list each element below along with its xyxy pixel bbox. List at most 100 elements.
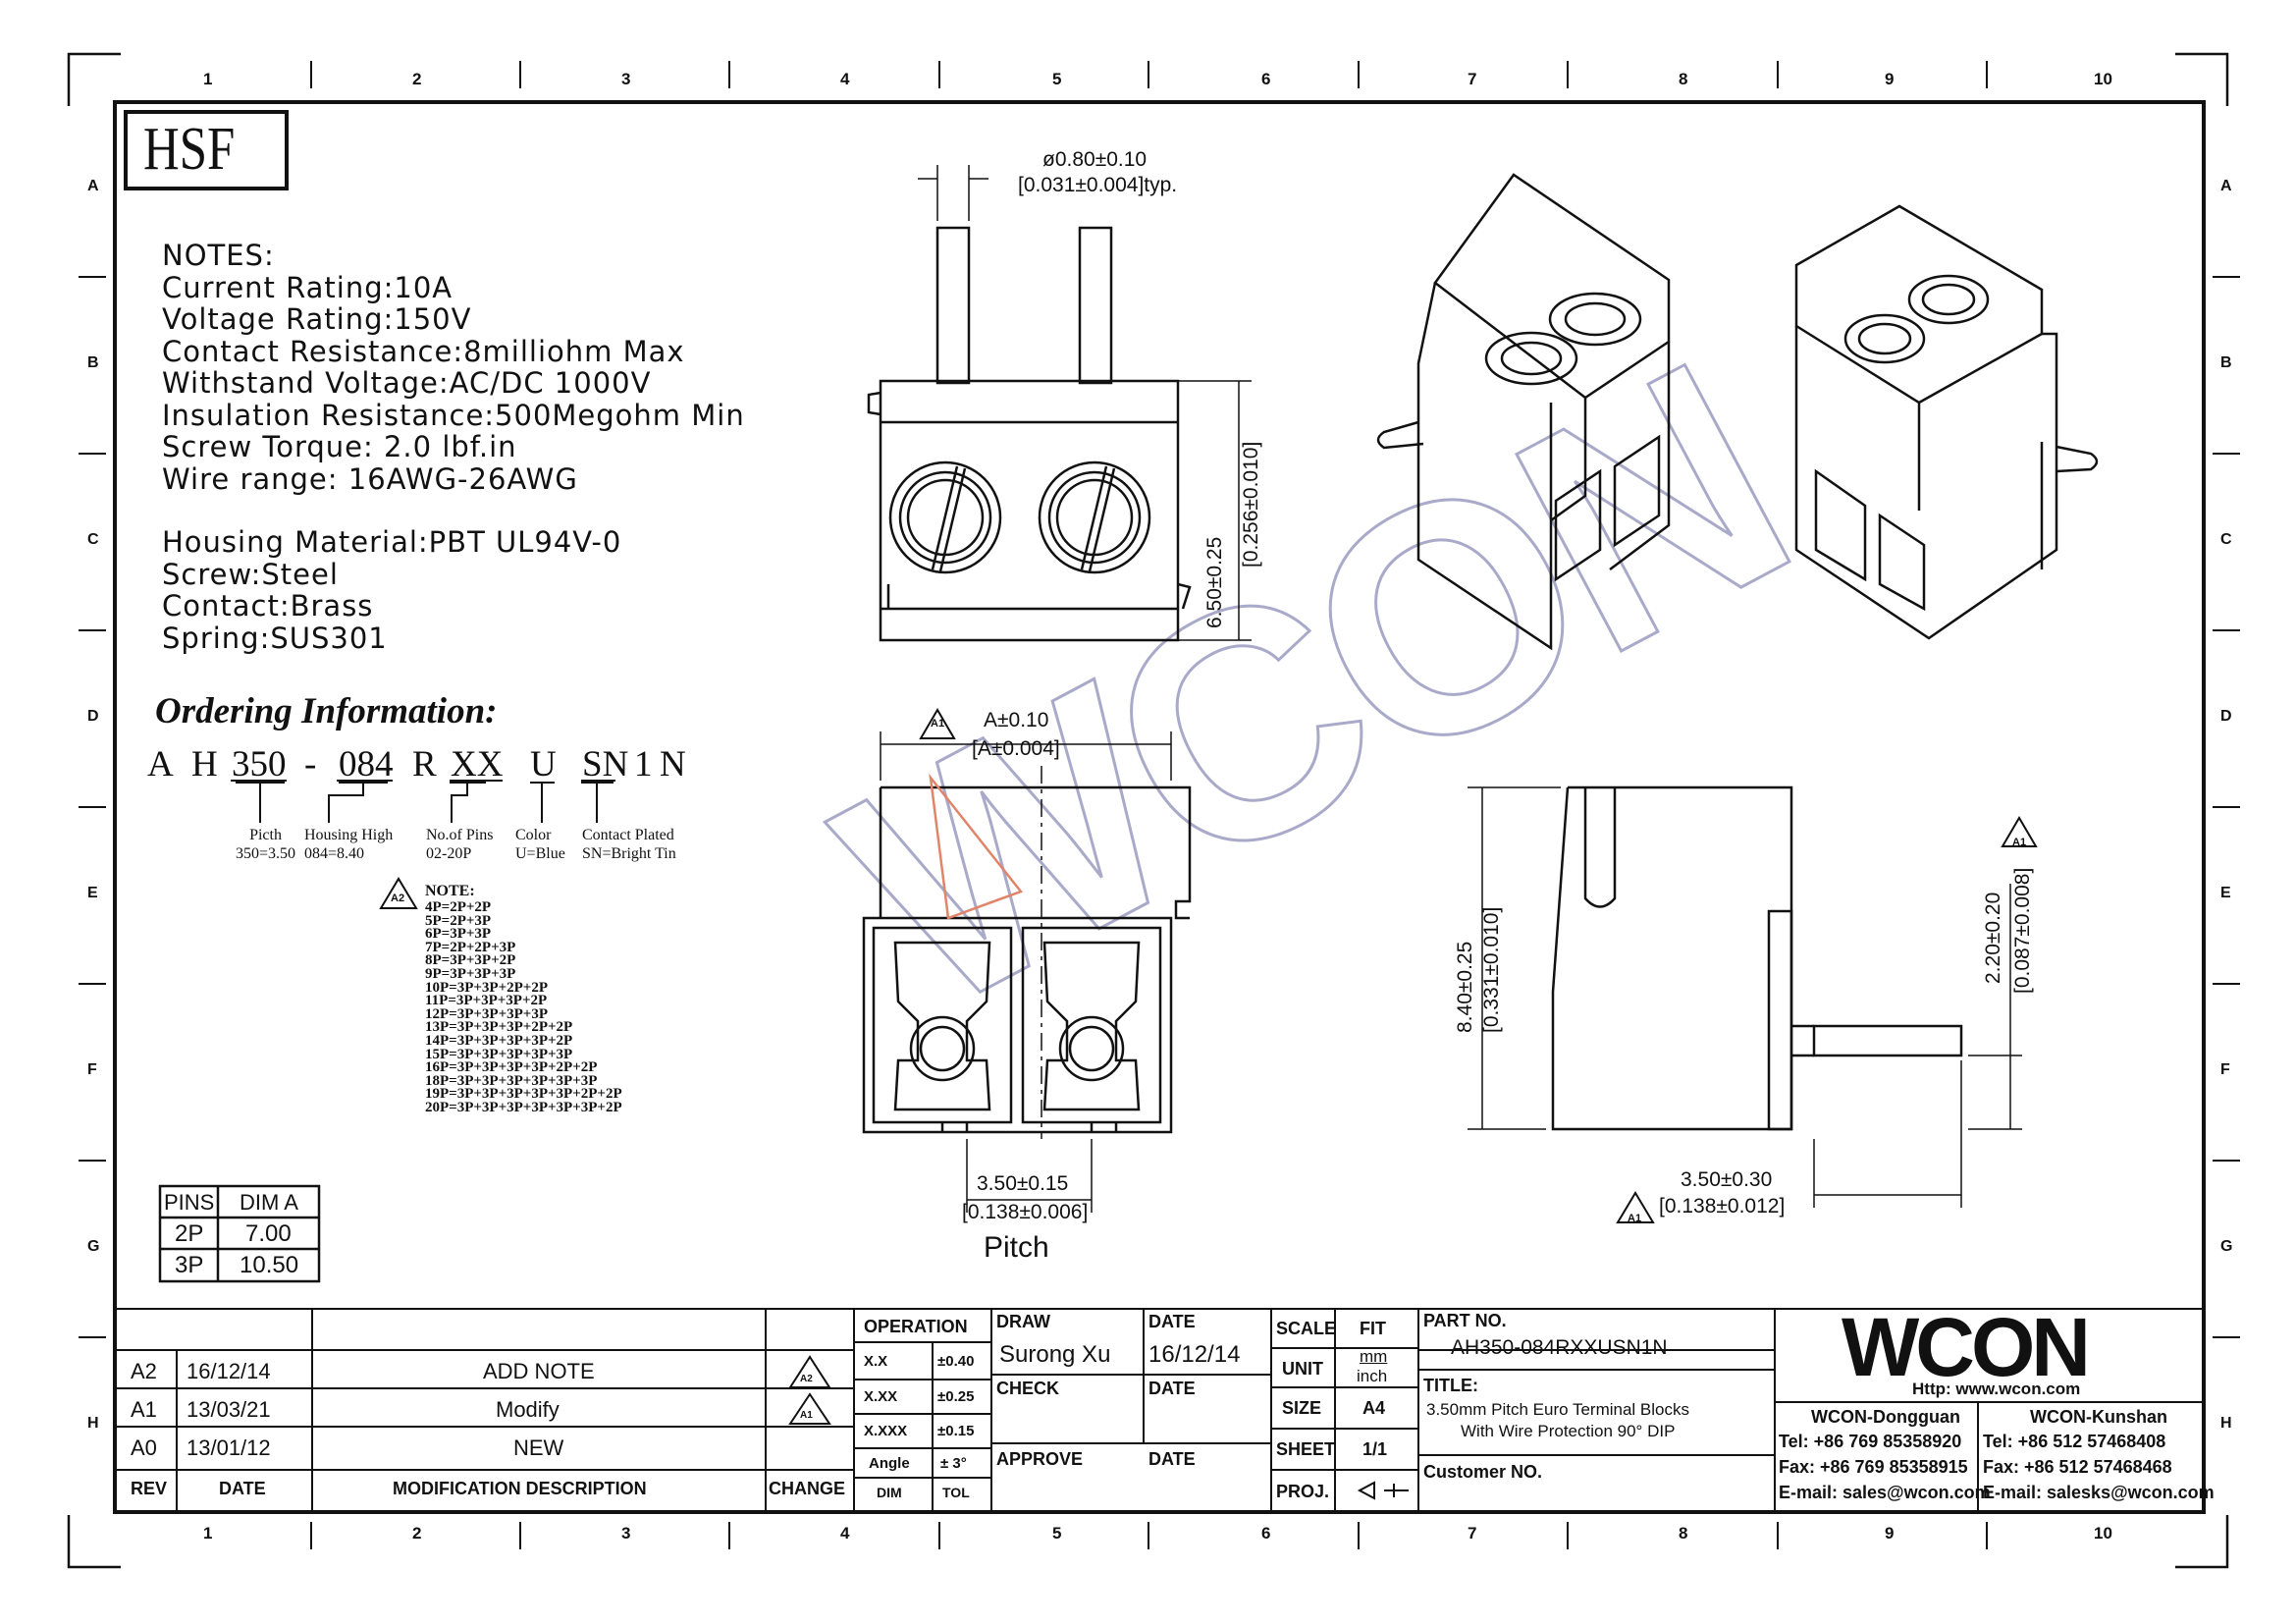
- rev-triangles: [379, 708, 2038, 1425]
- row-label-h: H: [87, 1415, 99, 1432]
- customer-no-label: Customer NO.: [1423, 1462, 1543, 1482]
- material-line: Housing Material:PBT UL94V-0: [162, 525, 622, 559]
- rev-a1: A1: [131, 1397, 157, 1422]
- note-line: Insulation Resistance:500Megohm Min: [162, 398, 745, 432]
- operation-label: OPERATION: [864, 1317, 968, 1336]
- dim-table-cell: 10.50: [240, 1252, 299, 1278]
- col-label-3-bottom: 3: [621, 1524, 631, 1543]
- hsf-logo: HSF: [143, 116, 236, 183]
- col-label-3: 3: [621, 70, 631, 88]
- note-line: Current Rating:10A: [162, 270, 454, 304]
- company-website: Http: www.wcon.com: [1912, 1380, 2081, 1398]
- pin-note: 15P=3P+3P+3P+3P+3P: [425, 1046, 573, 1062]
- pin-note: 8P=3P+3P+2P: [425, 952, 516, 969]
- rev-a2-date: 16/12/14: [187, 1359, 271, 1383]
- ordering-code-dash: -: [304, 744, 317, 785]
- change-header: CHANGE: [769, 1479, 846, 1498]
- dongguan-name: WCON-Dongguan: [1811, 1407, 1960, 1427]
- row-label-g-right: G: [2220, 1238, 2233, 1255]
- tol-angle-val: ± 3°: [940, 1455, 967, 1472]
- dim-label: DIM: [877, 1485, 902, 1500]
- notes-heading: NOTES:: [162, 239, 275, 272]
- col-label-5-bottom: 5: [1052, 1524, 1062, 1543]
- rev-a2-desc: ADD NOTE: [483, 1359, 595, 1383]
- dongguan-fax: Fax: +86 769 85358915: [1779, 1457, 1968, 1477]
- kunshan-email: E-mail: salesks@wcon.com: [1983, 1483, 2215, 1502]
- dim-table-header-pins: PINS: [164, 1190, 215, 1215]
- scale-label: SCALE: [1276, 1319, 1337, 1338]
- dim-height-top: 6.50±0.25: [1203, 536, 1226, 628]
- draw-value: Surong Xu: [999, 1341, 1111, 1368]
- ordering-code-pitch: 350: [232, 744, 287, 785]
- pin-note-list: 4P=2P+2P 5P=2P+3P 6P=3P+3P 7P=2P+2P+3P 8…: [425, 900, 622, 1115]
- ordering-code-height: 084: [339, 744, 394, 785]
- pitch-label: Pitch: [984, 1231, 1049, 1264]
- scale-value: FIT: [1360, 1319, 1386, 1338]
- dim-pitch: 3.50±0.15: [977, 1172, 1069, 1195]
- sheet-value: 1/1: [1362, 1439, 1388, 1459]
- dim-table-header-dim: DIM A: [240, 1190, 298, 1215]
- iso-view-right: [1794, 204, 2099, 640]
- dim-offset: 3.50±0.30: [1681, 1168, 1773, 1191]
- row-label-e: E: [87, 885, 98, 901]
- rev-header: REV: [131, 1479, 168, 1498]
- pin-note: 12P=3P+3P+3P+3P: [425, 1005, 549, 1022]
- dim-height-side: 8.40±0.25: [1454, 941, 1476, 1033]
- company-logo: WCON: [1842, 1301, 2091, 1393]
- check-label: CHECK: [996, 1379, 1060, 1398]
- col-label-10: 10: [2094, 70, 2112, 88]
- sheet-label: SHEET: [1276, 1439, 1336, 1459]
- row-label-g: G: [87, 1238, 100, 1255]
- dim-table-cell: 7.00: [245, 1220, 292, 1247]
- unit-inch: inch: [1357, 1367, 1388, 1385]
- ordering-code-r: R: [412, 744, 437, 785]
- rev-mark-front: A1: [931, 718, 945, 730]
- unit-mm: mm: [1360, 1347, 1388, 1366]
- col-label-8: 8: [1679, 70, 1688, 88]
- dim-width-a: A±0.10: [984, 709, 1049, 731]
- logo-box: [124, 110, 289, 190]
- proj-label: PROJ.: [1276, 1482, 1330, 1501]
- ordering-code-a: A: [147, 744, 174, 785]
- material-line: Contact:Brass: [162, 589, 374, 623]
- rev-a1-date: 13/03/21: [187, 1397, 271, 1422]
- pin-note: 6P=3P+3P: [425, 926, 492, 943]
- highlight-triangle: [929, 773, 1024, 920]
- size-value: A4: [1362, 1398, 1386, 1418]
- col-label-4: 4: [840, 70, 850, 88]
- note-line: Voltage Rating:150V: [162, 302, 472, 336]
- rev-a0-date: 13/01/12: [187, 1435, 271, 1460]
- dim-pin-dia: ø0.80±0.10: [1042, 148, 1148, 171]
- rev-a1-change: A1: [800, 1410, 813, 1421]
- side-view: [1468, 785, 2022, 1208]
- col-label-2: 2: [412, 70, 422, 88]
- title-label: TITLE:: [1423, 1376, 1478, 1395]
- dim-pin-len: 2.20±0.20: [1982, 892, 2004, 984]
- col-label-9: 9: [1885, 70, 1895, 88]
- dim-table-cell: 2P: [175, 1220, 204, 1247]
- tol-xxx-val: ±0.25: [937, 1388, 975, 1405]
- ordering-title: Ordering Information:: [155, 691, 498, 731]
- dim-pin-len-in: [0.087±0.008]: [2011, 867, 2034, 994]
- pin-note: 18P=3P+3P+3P+3P+3P+3P: [425, 1072, 598, 1089]
- outer-frame: [113, 100, 2206, 1514]
- kunshan-tel: Tel: +86 512 57468408: [1983, 1432, 2166, 1451]
- material-line: Screw:Steel: [162, 557, 339, 591]
- size-label: SIZE: [1282, 1398, 1322, 1418]
- dongguan-tel: Tel: +86 769 85358920: [1779, 1432, 1962, 1451]
- col-label-8-bottom: 8: [1679, 1524, 1688, 1543]
- rev-mark-side: A1: [2012, 837, 2027, 848]
- tol-xxx: X.XX: [864, 1388, 898, 1405]
- pin-note: 20P=3P+3P+3P+3P+3P+3P+2P: [425, 1099, 622, 1115]
- dim-height-top-in: [0.256±0.010]: [1240, 441, 1262, 568]
- ordering-code-1: 1: [634, 744, 653, 785]
- tol-xx-val: ±0.40: [937, 1353, 975, 1370]
- title-line-1: 3.50mm Pitch Euro Terminal Blocks: [1426, 1400, 1690, 1419]
- row-label-f: F: [87, 1061, 97, 1078]
